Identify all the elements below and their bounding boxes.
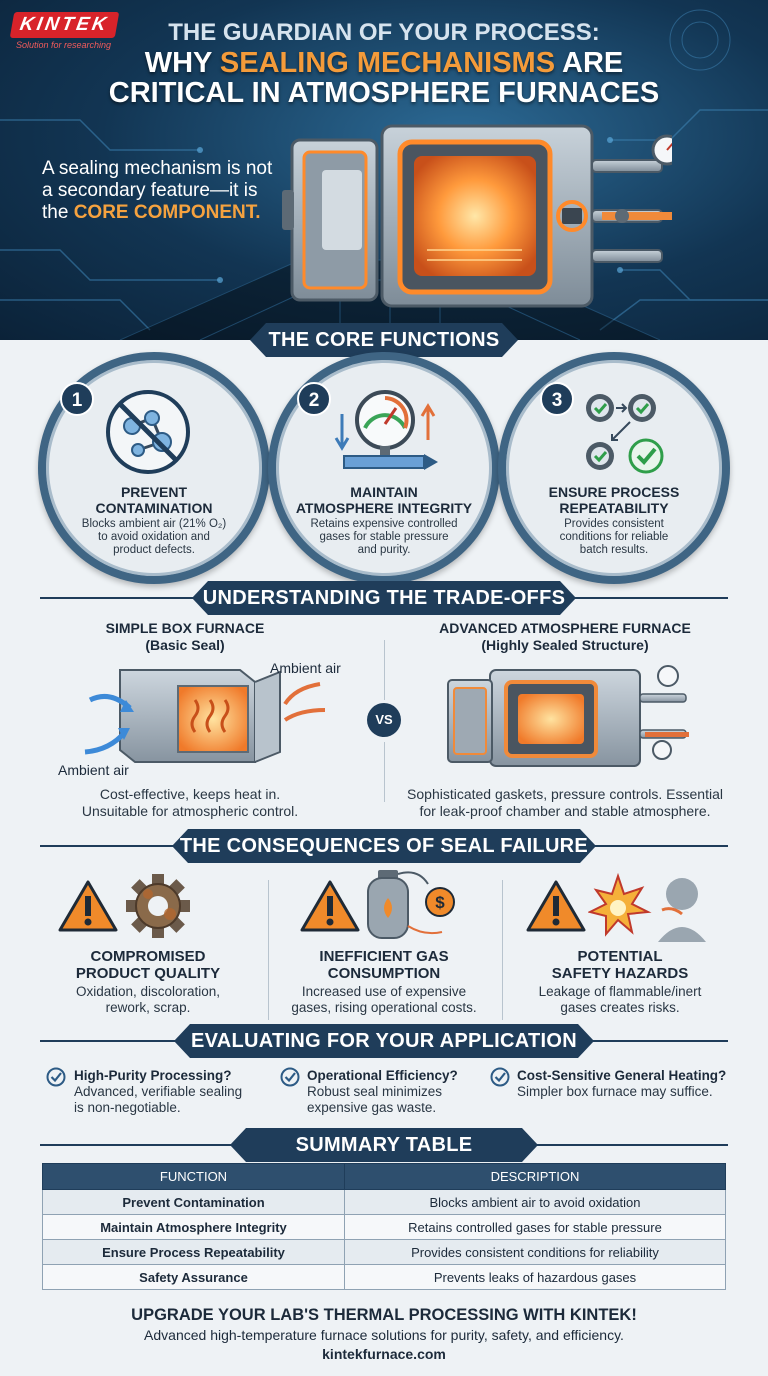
simple-furnace-title: SIMPLE BOX FURNACE(Basic Seal)	[105, 620, 265, 653]
summary-banner: SUMMARY TABLE	[230, 1128, 538, 1162]
warning-icon-2	[300, 880, 360, 932]
warning-icon-3	[526, 880, 586, 932]
table-cell-description: Retains controlled gases for stable pres…	[344, 1214, 726, 1240]
evaluate-banner: EVALUATING FOR YOUR APPLICATION	[174, 1024, 594, 1058]
title-line-1: THE GUARDIAN OF YOUR PROCESS:	[168, 19, 600, 46]
no-contamination-icon	[106, 390, 190, 474]
core-desc-1: Blocks ambient air (21% O₂)to avoid oxid…	[81, 518, 227, 556]
website-link[interactable]: kintekfurnace.com	[322, 1346, 446, 1362]
svg-text:$: $	[435, 893, 445, 912]
rusty-gear-icon	[126, 874, 190, 938]
table-cell-function: Maintain Atmosphere Integrity	[42, 1214, 345, 1240]
repeatability-gears-icon	[586, 394, 664, 474]
advanced-furnace-desc: Sophisticated gaskets, pressure controls…	[407, 786, 723, 819]
simple-box-furnace-icon	[84, 669, 326, 763]
lead-text: A sealing mechanism is not a secondary f…	[42, 158, 273, 223]
table-cell-description: Provides consistent conditions for relia…	[344, 1239, 726, 1265]
table-cell-function: Prevent Contamination	[42, 1189, 345, 1215]
advanced-atmosphere-furnace-icon	[447, 665, 689, 767]
number-badge-3: 3	[540, 382, 574, 416]
evaluate-question-2: Operational Efficiency?	[307, 1068, 458, 1083]
furnace-illustration-icon	[282, 124, 672, 308]
table-cell-function: Ensure Process Repeatability	[42, 1239, 345, 1265]
table-cell-description: Prevents leaks of hazardous gases	[344, 1264, 726, 1290]
number-badge-1: 1	[60, 382, 94, 416]
consequence-desc-1: Oxidation, discoloration,rework, scrap.	[75, 984, 221, 1015]
title-line-2: WHY SEALING MECHANISMS ARE	[144, 47, 624, 79]
vs-divider-top	[384, 640, 385, 700]
title-line-3: CRITICAL IN ATMOSPHERE FURNACES	[108, 77, 660, 109]
ambient-air-label-top: Ambient air	[270, 660, 341, 676]
number-badge-2: 2	[297, 382, 331, 416]
core-functions-banner: THE CORE FUNCTIONS	[250, 323, 518, 357]
vs-divider-bottom	[384, 742, 385, 802]
summary-table: FUNCTION DESCRIPTION Prevent Contaminati…	[42, 1163, 726, 1290]
cta-subtitle: Advanced high-temperature furnace soluti…	[144, 1327, 624, 1343]
hero-section: KINTEK Solution for researching THE GUAR…	[0, 0, 768, 340]
advanced-furnace-title: ADVANCED ATMOSPHERE FURNACE(Highly Seale…	[439, 620, 691, 653]
cons-divider-2	[502, 880, 503, 1020]
check-circle-icon-3	[490, 1067, 510, 1087]
table-header-description: DESCRIPTION	[344, 1163, 726, 1190]
evaluate-question-3: Cost-Sensitive General Heating?	[517, 1068, 727, 1083]
table-cell-function: Safety Assurance	[42, 1264, 345, 1290]
logo-tagline: Solution for researching	[16, 40, 112, 50]
evaluate-answer-3: Simpler box furnace may suffice.	[517, 1084, 713, 1099]
ambient-air-label-bottom: Ambient air	[58, 762, 129, 778]
page-title: THE GUARDIAN OF YOUR PROCESS: WHY SEALIN…	[0, 18, 768, 108]
explosion-hazard-icon	[588, 872, 706, 942]
table-header-function: FUNCTION	[42, 1163, 345, 1190]
check-circle-icon-2	[280, 1067, 300, 1087]
evaluate-question-1: High-Purity Processing?	[74, 1068, 232, 1083]
table-header-row: FUNCTION DESCRIPTION	[42, 1163, 726, 1190]
table-cell-description: Blocks ambient air to avoid oxidation	[344, 1189, 726, 1215]
pressure-gauge-icon	[334, 390, 438, 470]
warning-icon	[58, 880, 118, 932]
gas-cylinder-cost-icon: $	[367, 870, 455, 939]
check-circle-icon	[46, 1067, 66, 1087]
cta-title: UPGRADE YOUR LAB'S THERMAL PROCESSING WI…	[131, 1306, 637, 1324]
cons-divider-1	[268, 880, 269, 1020]
kintek-logo: KINTEK Solution for researching	[9, 12, 134, 50]
tradeoffs-banner: UNDERSTANDING THE TRADE-OFFS	[192, 581, 576, 615]
consequences-banner: THE CONSEQUENCES OF SEAL FAILURE	[172, 829, 596, 863]
simple-furnace-desc: Cost-effective, keeps heat in.Unsuitable…	[81, 786, 299, 819]
core-function-card-3	[498, 352, 730, 584]
vs-badge: VS	[367, 703, 401, 737]
